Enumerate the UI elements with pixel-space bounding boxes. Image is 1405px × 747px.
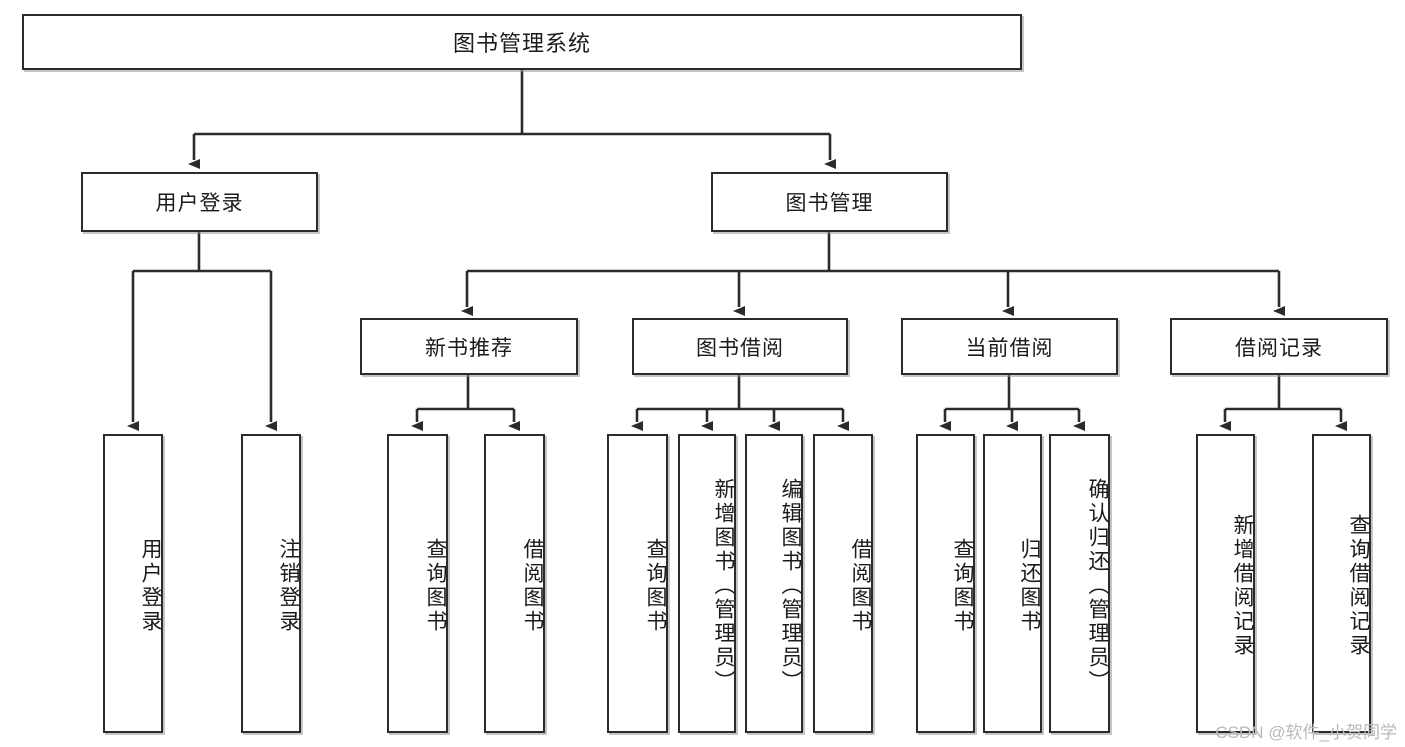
node-current-borrow[interactable]: 当前借阅 (901, 318, 1118, 375)
node-new-book-rec[interactable]: 新书推荐 (360, 318, 578, 375)
leaf-borrow-borrow-book[interactable]: 借阅图书 (813, 434, 873, 733)
leaf-rec-borrow-book[interactable]: 借阅图书 (484, 434, 545, 733)
node-root[interactable]: 图书管理系统 (22, 14, 1022, 70)
leaf-rec-query-book[interactable]: 查询图书 (387, 434, 448, 733)
leaf-rec-query-record[interactable]: 查询借阅记录 (1312, 434, 1371, 733)
leaf-borrow-add-book[interactable]: 新增图书（管理员） (678, 434, 736, 733)
leaf-cur-query-book[interactable]: 查询图书 (916, 434, 975, 733)
leaf-user-logout[interactable]: 注销登录 (241, 434, 301, 733)
leaf-cur-confirm-return[interactable]: 确认归还（管理员） (1049, 434, 1110, 733)
node-book-borrow[interactable]: 图书借阅 (632, 318, 848, 375)
leaf-user-login[interactable]: 用户登录 (103, 434, 163, 733)
leaf-rec-add-record[interactable]: 新增借阅记录 (1196, 434, 1255, 733)
node-user-login[interactable]: 用户登录 (81, 172, 318, 232)
leaf-borrow-query-book[interactable]: 查询图书 (607, 434, 668, 733)
leaf-borrow-edit-book[interactable]: 编辑图书（管理员） (745, 434, 803, 733)
watermark: CSDN @软件_小贺同学 (1215, 723, 1397, 742)
node-borrow-record[interactable]: 借阅记录 (1170, 318, 1388, 375)
node-book-manage[interactable]: 图书管理 (711, 172, 948, 232)
leaf-cur-return-book[interactable]: 归还图书 (983, 434, 1042, 733)
